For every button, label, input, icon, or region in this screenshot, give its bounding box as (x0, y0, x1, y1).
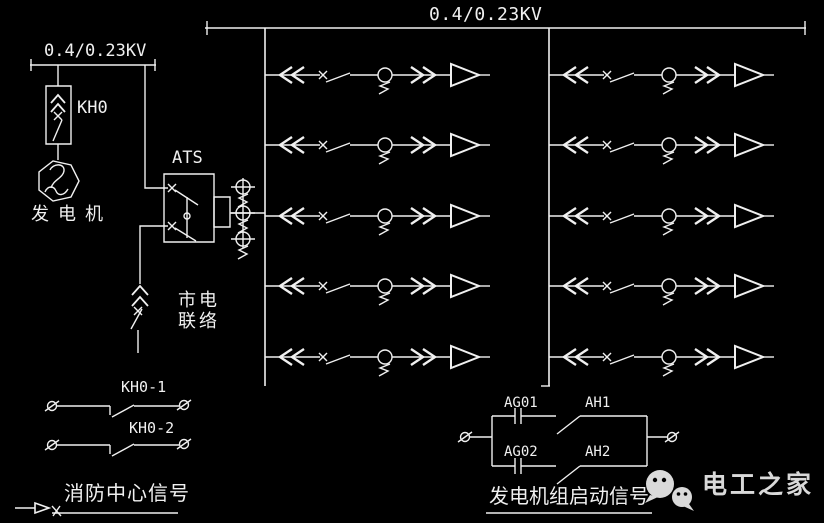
utility-tie-switch (131, 226, 168, 353)
instrument-stack (231, 178, 255, 260)
ah1-label: AH1 (585, 395, 611, 411)
generator-bus-voltage-label: 0.4/0.23KV (44, 41, 147, 61)
ats-label: ATS (172, 148, 203, 168)
fire-center-signal-title: 消防中心信号 (64, 481, 190, 505)
feeder-branch (263, 62, 492, 96)
feeder-branch (263, 273, 492, 307)
feeder-branch (547, 62, 776, 96)
ats-symbol (164, 174, 265, 242)
feeder-branch (263, 203, 492, 237)
utility-tie-label-line1: 市电 (178, 290, 220, 311)
generator-label: 发电机 (31, 204, 112, 225)
generator-bus (30, 59, 156, 71)
ag01-label: AG01 (504, 395, 538, 411)
gen-start-signal-title: 发电机组启动信号 (489, 484, 649, 508)
fire-signal-arrow (15, 503, 178, 516)
feeder-branch (547, 132, 776, 166)
gen-start-circuit (457, 408, 680, 513)
kh0-2-label: KH0-2 (129, 419, 175, 437)
feeder-branch (547, 273, 776, 307)
generator-symbol (39, 161, 79, 201)
kh0-1-contact (44, 399, 192, 417)
left-feeder-column (263, 62, 492, 378)
utility-tie-label-line2: 联络 (178, 311, 220, 332)
top-bus-voltage-label: 0.4/0.23KV (429, 4, 543, 25)
feeder-branch (547, 344, 776, 378)
wechat-icon (645, 470, 694, 511)
ag02-label: AG02 (504, 444, 538, 460)
feeder-branch (263, 344, 492, 378)
feeder-branch (547, 203, 776, 237)
feeder-branch (263, 132, 492, 166)
right-feeder-column (547, 62, 776, 378)
ah2-label: AH2 (585, 444, 611, 460)
kh0-2-contact (44, 438, 192, 456)
kh0-1-label: KH0-1 (121, 378, 167, 396)
kh0-breaker-label: KH0 (77, 98, 108, 118)
watermark-text: 电工之家 (702, 470, 815, 499)
top-bus (205, 21, 806, 386)
kh0-breaker-symbol (46, 65, 71, 160)
gen-to-ats-line (145, 65, 168, 188)
